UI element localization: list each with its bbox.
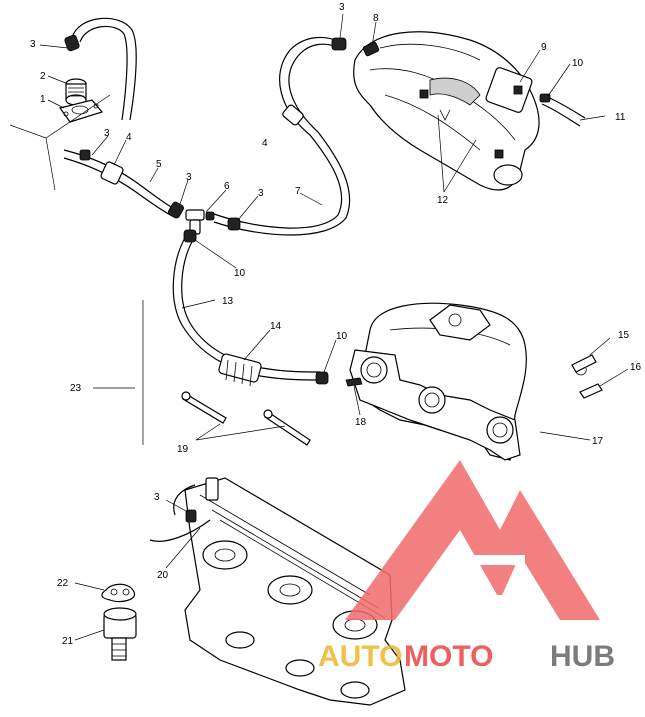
callout-12: 12 (437, 195, 449, 206)
callout-18: 18 (355, 417, 367, 428)
callout-3: 3 (258, 188, 264, 199)
exhaust-manifold (345, 302, 603, 461)
bracket-line-left-2 (45, 94, 111, 139)
callout-7: 7 (295, 186, 301, 197)
callout-20: 20 (157, 570, 169, 581)
bolts-19 (181, 391, 311, 446)
callout-16: 16 (630, 362, 642, 373)
hose-7 (213, 36, 351, 236)
callout-4: 4 (262, 138, 268, 149)
callout-3: 3 (104, 128, 110, 139)
watermark-word-auto: AUTO (318, 640, 402, 673)
callout-3: 3 (154, 492, 160, 503)
callout-19: 19 (177, 444, 189, 455)
bracket-line-left (9, 124, 56, 191)
callout-1: 1 (40, 94, 46, 105)
callout-3: 3 (339, 2, 345, 13)
hose-5 (63, 149, 184, 219)
callout-10: 10 (572, 58, 584, 69)
exhaust-pipe (353, 31, 586, 191)
callout-6: 6 (224, 181, 230, 192)
callout-4: 4 (126, 132, 132, 143)
watermark-word-hub: HUB (550, 640, 615, 673)
callout-11: 11 (615, 112, 626, 123)
callout-3: 3 (30, 39, 36, 50)
callout-10: 10 (336, 331, 348, 342)
callout-3: 3 (186, 172, 192, 183)
watermark-logo-mark (345, 460, 600, 620)
sensor-assembly (101, 583, 137, 661)
callout-5: 5 (156, 159, 162, 170)
water-fitting-assembly (58, 17, 137, 123)
callout-23: 23 (70, 383, 82, 394)
callout-15: 15 (618, 330, 630, 341)
callout-numbers: 3 2 1 3 4 5 3 6 3 7 4 3 8 9 10 11 12 10 … (30, 2, 642, 647)
callout-10: 10 (234, 268, 246, 279)
hose-13 (172, 229, 329, 387)
callout-2: 2 (40, 71, 46, 82)
callout-14: 14 (270, 321, 282, 332)
callout-9: 9 (541, 42, 547, 53)
leader-lines (39, 13, 629, 641)
watermark-word-moto: MOTO (404, 640, 493, 673)
callout-17: 17 (592, 436, 604, 447)
callout-13: 13 (222, 296, 234, 307)
automotohub-watermark: AUTO MOTO HUB (318, 460, 615, 673)
engine-block (149, 477, 406, 706)
callout-21: 21 (62, 636, 74, 647)
callout-8: 8 (373, 13, 379, 24)
callout-22: 22 (57, 578, 69, 589)
